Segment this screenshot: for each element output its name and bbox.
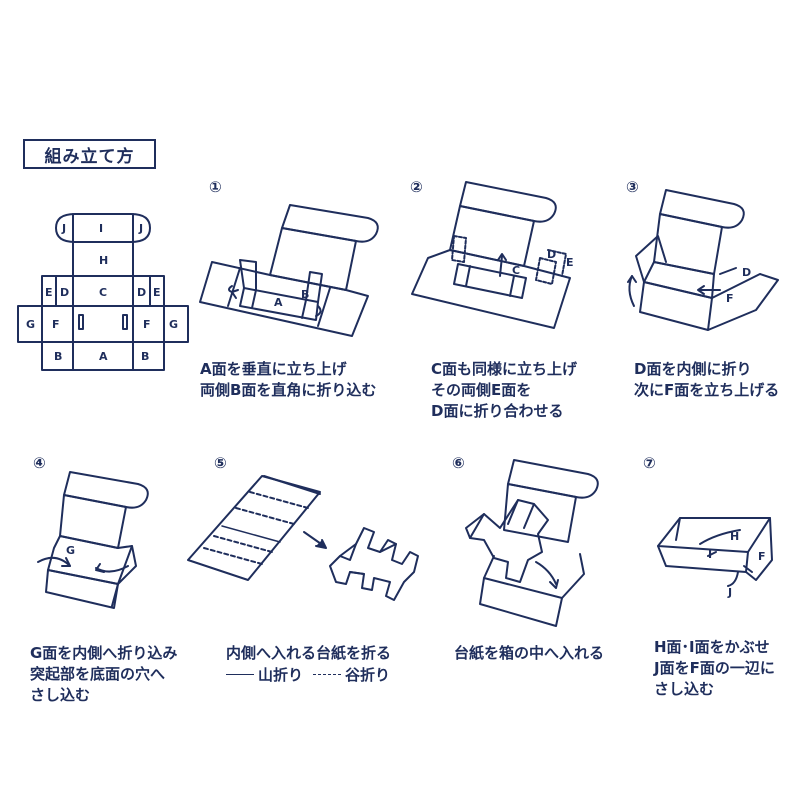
net-label-e2: E xyxy=(153,286,161,299)
net-label-b1: B xyxy=(54,350,62,363)
net-label-a: A xyxy=(99,350,108,363)
box-net xyxy=(17,213,189,371)
net-label-g2: G xyxy=(169,318,178,331)
net-label-g1: G xyxy=(26,318,35,331)
step7-figure xyxy=(657,517,773,587)
step7-label-i: I xyxy=(708,548,712,561)
step7-label-h: H xyxy=(730,530,739,543)
step2-label-d: D xyxy=(547,248,556,261)
fold-legend: 山折り 谷折り xyxy=(226,664,390,685)
net-label-j2: J xyxy=(138,222,143,235)
step3-figure xyxy=(627,189,779,331)
step2-label-c: C xyxy=(512,264,520,277)
net-label-f1: F xyxy=(52,318,60,331)
step4-number: ④ xyxy=(33,454,46,472)
step3-number: ③ xyxy=(626,178,639,196)
step7-caption-line: J面をF面の一辺に xyxy=(654,659,775,677)
step4-caption-line: さし込む xyxy=(30,686,91,704)
net-label-j1: J xyxy=(61,222,66,235)
step7-caption: H面･I面をかぶせ J面をF面の一辺に さし込む xyxy=(654,637,775,700)
step7-label-f: F xyxy=(758,550,766,563)
step4-label-g: G xyxy=(66,544,75,557)
page-title: 組み立て方 xyxy=(23,139,156,169)
step2-caption: C面も同様に立ち上げ その両側E面を D面に折り合わせる xyxy=(431,359,577,422)
step5-number: ⑤ xyxy=(214,454,227,472)
step7-label-j: J xyxy=(727,586,732,599)
step1-figure xyxy=(199,204,379,337)
mountain-fold-label: 山折り xyxy=(258,666,304,684)
step3-label-d: D xyxy=(742,266,751,279)
net-label-h: H xyxy=(99,254,108,267)
step4-caption-line: 突起部を底面の穴へ xyxy=(30,665,166,683)
step1-label-b: B xyxy=(301,288,309,301)
step4-caption: G面を内側へ折り込み 突起部を底面の穴へ さし込む xyxy=(30,643,177,706)
step6-caption-line: 台紙を箱の中へ入れる xyxy=(454,644,605,662)
step7-caption-line: H面･I面をかぶせ xyxy=(654,638,770,656)
step7-number: ⑦ xyxy=(643,454,656,472)
step5-caption: 内側へ入れる台紙を折る xyxy=(226,643,391,664)
mountain-fold-line xyxy=(226,674,254,675)
step4-figure xyxy=(37,471,149,609)
step3-label-f: F xyxy=(726,292,734,305)
step1-caption-line: 両側B面を直角に折り込む xyxy=(200,381,377,399)
step3-caption: D面を内側に折り 次にF面を立ち上げる xyxy=(634,359,779,401)
step2-number: ② xyxy=(410,178,423,196)
net-label-c: C xyxy=(99,286,107,299)
step2-figure xyxy=(411,181,571,329)
step6-number: ⑥ xyxy=(452,454,465,472)
step2-caption-line: その両側E面を xyxy=(431,381,532,399)
net-label-i: I xyxy=(99,222,103,235)
step1-caption-line: A面を垂直に立ち上げ xyxy=(200,360,347,378)
valley-fold-label: 谷折り xyxy=(345,666,391,684)
step6-figure xyxy=(465,459,599,627)
step5-caption-line: 内側へ入れる台紙を折る xyxy=(226,644,392,662)
net-label-d1: D xyxy=(60,286,69,299)
net-label-f2: F xyxy=(143,318,151,331)
step2-caption-line: C面も同様に立ち上げ xyxy=(431,360,578,378)
net-label-b2: B xyxy=(141,350,149,363)
step6-caption: 台紙を箱の中へ入れる xyxy=(454,643,604,664)
step3-caption-line: 次にF面を立ち上げる xyxy=(634,381,780,399)
step1-label-a: A xyxy=(274,296,283,309)
net-label-e1: E xyxy=(45,286,53,299)
step3-caption-line: D面を内側に折り xyxy=(634,360,752,378)
step1-caption: A面を垂直に立ち上げ 両側B面を直角に折り込む xyxy=(200,359,376,401)
step4-caption-line: G面を内側へ折り込み xyxy=(30,644,178,662)
valley-fold-line xyxy=(313,674,342,675)
step7-caption-line: さし込む xyxy=(654,680,715,698)
step1-number: ① xyxy=(209,178,222,196)
step2-label-e: E xyxy=(566,256,574,269)
net-label-d2: D xyxy=(137,286,146,299)
step5-figure xyxy=(187,475,419,601)
step2-caption-line: D面に折り合わせる xyxy=(431,402,564,420)
